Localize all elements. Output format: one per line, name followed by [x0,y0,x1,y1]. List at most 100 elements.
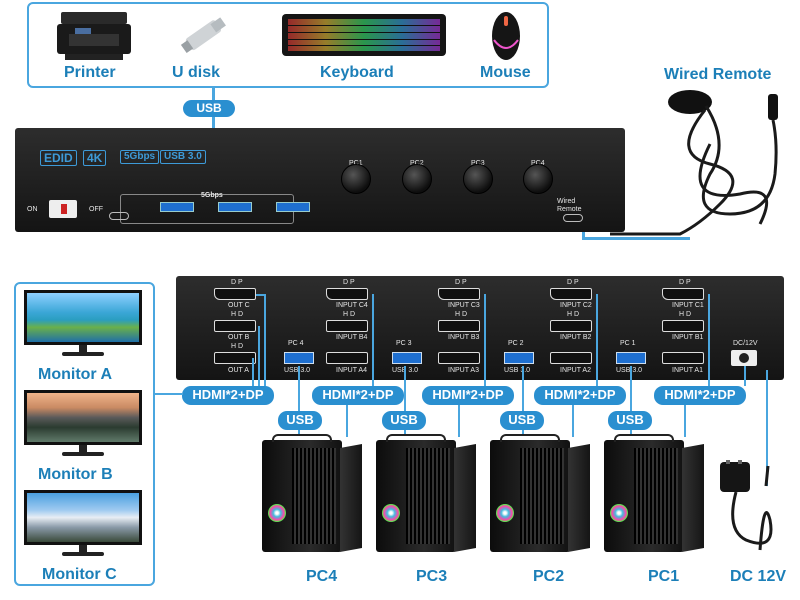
pc3-button[interactable] [463,164,493,194]
remote-line-h [582,237,690,240]
speed-label: 5Gbps [201,192,223,199]
pc3-usb-port[interactable] [392,352,422,364]
output-hdmi-b-port[interactable] [214,320,256,332]
usb-wire-pc2-b [572,405,574,437]
front-usb-port-1[interactable] [160,202,194,212]
mouse-label: Mouse [480,64,531,81]
pc1-fan-icon [610,504,628,522]
pc1-input-b-label: INPUT B1 [672,334,704,341]
pc1-hdmi-b-port[interactable] [662,320,704,332]
usb-wire-pc2 [522,366,524,436]
pc4-hd-label: H D [343,311,356,318]
usb-disk-icon [176,10,232,62]
usb-wire-pc4 [298,366,300,436]
monitors-frame [14,282,155,586]
pc1-hd-label: H D [679,311,692,318]
pc2-hdmi-b-port[interactable] [550,320,592,332]
output-dp-port[interactable] [214,288,256,300]
pc1-button[interactable] [341,164,371,194]
usb-wire-pc3 [404,366,406,436]
pc1-hdmi-a-port[interactable] [662,352,704,364]
wired-remote-port[interactable] [563,214,583,222]
usb3-badge: USB 3.0 [160,150,206,164]
pc2-dp-port[interactable] [550,288,592,300]
monitor-b-label: Monitor B [38,466,113,483]
pc1-label: PC1 [648,568,680,585]
pc1-button-label: PC1 [349,160,363,167]
pc3-label: PC3 [416,568,448,585]
pc3-input-c-label: INPUT C3 [448,302,480,309]
pc1-usb-port[interactable] [616,352,646,364]
pc3-hdmi-a-port[interactable] [438,352,480,364]
monitor-b-icon [24,390,144,458]
monitor-c-label: Monitor C [42,566,117,583]
hdmi-dp-pill-out: HDMI*2+DP [182,386,274,405]
pc3-hdmi-b-port[interactable] [438,320,480,332]
printer-label: Printer [64,64,116,81]
usb-c-port[interactable] [109,212,129,220]
dc-wire-2 [766,370,768,486]
pc4-dp-label: D P [343,279,355,286]
pc2-hdmi-a-port[interactable] [550,352,592,364]
usb-wire-pc1 [630,366,632,436]
pc2-hd-label: H D [567,311,580,318]
pc2-usb-port[interactable] [504,352,534,364]
video-wire-pc1 [708,294,710,386]
pc3-dp-port[interactable] [438,288,480,300]
front-usb-port-3[interactable] [276,202,310,212]
pc4-tower [262,434,362,552]
peripherals-frame [27,2,549,88]
output-hdmi-a-port[interactable] [214,352,256,364]
dc-12v-label: DC 12V [730,568,787,585]
pc4-port-label: PC 4 [288,340,304,347]
pc2-port-label: PC 2 [508,340,524,347]
pc3-dp-label: D P [455,279,467,286]
hdmi-dp-pill-pc1: HDMI*2+DP [654,386,746,405]
video-wire-out-3 [258,326,260,386]
monitor-link-h [155,393,183,395]
pc4-usb-port[interactable] [284,352,314,364]
pc4-button[interactable] [523,164,553,194]
usb-wire-pc1-b [684,405,686,437]
pc2-input-b-label: INPUT B2 [560,334,592,341]
wired-remote-port-label: Wired Remote [557,198,582,213]
pc2-tower [490,434,590,552]
monitor-c-icon [24,490,144,558]
pc2-input-a-label: INPUT A2 [560,367,591,374]
pc4-hdmi-b-port[interactable] [326,320,368,332]
pc2-usb-label: USB 3.0 [504,367,531,374]
pc2-button[interactable] [402,164,432,194]
out-a-label: OUT A [228,367,249,374]
video-wire-out-4 [252,358,254,386]
5gbps-badge: 5Gbps [120,150,160,164]
keyboard-icon [280,10,448,60]
hd-label: H D [231,311,244,318]
pc4-dp-port[interactable] [326,288,368,300]
pc4-fan-icon [268,504,286,522]
4k-badge: 4K [83,150,107,166]
dp-label: D P [231,279,243,286]
monitor-a-icon [24,290,144,358]
usb-pill-pc3: USB [382,411,426,430]
pc3-fan-icon [382,504,400,522]
front-usb-port-2[interactable] [218,202,252,212]
dc-port[interactable] [731,350,757,366]
dc-port-label: DC/12V [733,340,758,347]
pc2-button-label: PC2 [410,160,424,167]
video-wire-out-1 [256,294,266,296]
pc3-tower [376,434,476,552]
pc2-dp-label: D P [567,279,579,286]
power-switch[interactable] [49,200,77,218]
pc3-button-label: PC3 [471,160,485,167]
pc4-button-label: PC4 [531,160,545,167]
pc4-hdmi-a-port[interactable] [326,352,368,364]
pc3-port-label: PC 3 [396,340,412,347]
off-label: OFF [89,206,103,213]
hd-label-2: H D [231,343,244,350]
hdmi-dp-pill-pc2: HDMI*2+DP [534,386,626,405]
pc1-dp-port[interactable] [662,288,704,300]
u-disk-label: U disk [172,64,221,81]
pc1-input-c-label: INPUT C1 [672,302,704,309]
pc1-port-label: PC 1 [620,340,636,347]
kvm-front-panel: EDID 4K 5Gbps USB 3.0 ON OFF 5Gbps PC1 P… [15,128,625,232]
